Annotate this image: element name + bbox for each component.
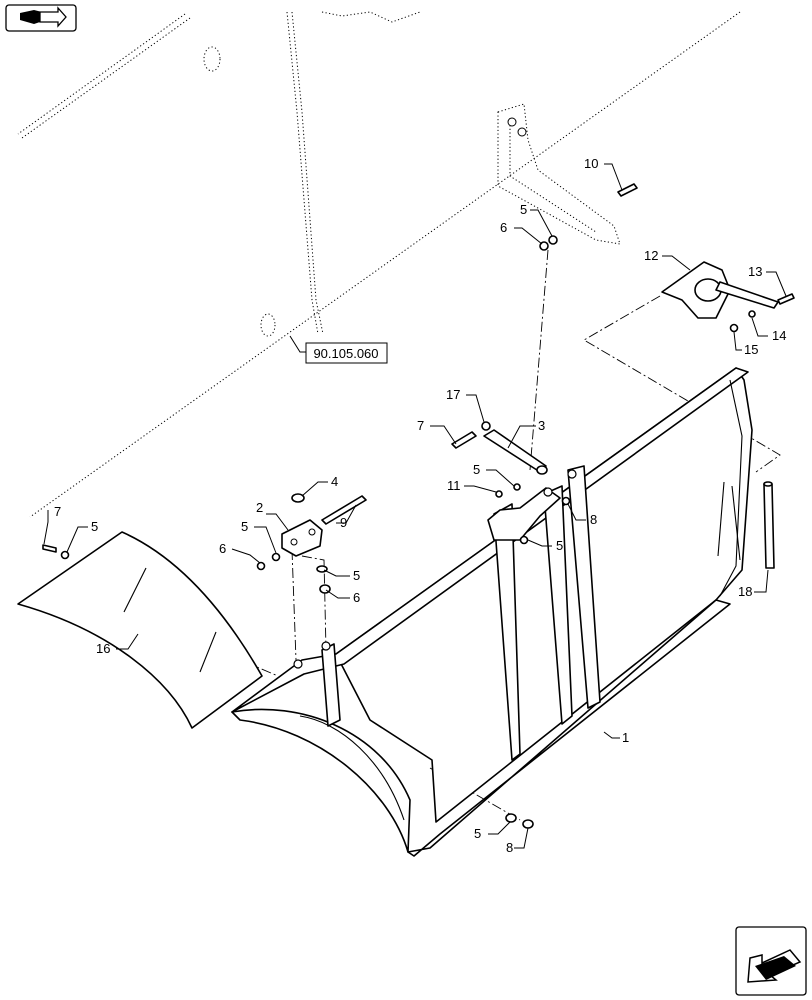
- callout-leaders: [43, 163, 787, 849]
- callout-11[interactable]: 11: [447, 478, 461, 493]
- callout-16[interactable]: 16: [96, 641, 110, 656]
- callout-5-left[interactable]: 5: [91, 519, 98, 534]
- callout-labels: 1 2 3 4 5 6 7 8 9 10 11 12 13 14 15 16 1…: [54, 156, 786, 855]
- callout-2[interactable]: 2: [256, 500, 263, 515]
- callout-6-upper[interactable]: 6: [500, 220, 507, 235]
- callout-5-bottom[interactable]: 5: [474, 826, 481, 841]
- previous-page-button[interactable]: [5, 4, 77, 32]
- callout-14[interactable]: 14: [772, 328, 786, 343]
- callout-18[interactable]: 18: [738, 584, 752, 599]
- callout-7[interactable]: 7: [417, 418, 424, 433]
- callout-15[interactable]: 15: [744, 342, 758, 357]
- callout-5-lug[interactable]: 5: [556, 538, 563, 553]
- callout-5[interactable]: 5: [241, 519, 248, 534]
- callout-6-lower[interactable]: 6: [353, 590, 360, 605]
- callout-5-upper[interactable]: 5: [520, 202, 527, 217]
- callout-1[interactable]: 1: [622, 730, 629, 745]
- next-page-icon: [747, 949, 802, 983]
- callout-8-bottom[interactable]: 8: [506, 840, 513, 855]
- hardware-parts: [42, 183, 795, 829]
- callout-6[interactable]: 6: [219, 541, 226, 556]
- next-page-button[interactable]: [735, 926, 807, 996]
- callout-8[interactable]: 8: [590, 512, 597, 527]
- callout-3[interactable]: 3: [538, 418, 545, 433]
- assembly-centerlines: [211, 249, 781, 821]
- callout-4[interactable]: 4: [331, 474, 338, 489]
- callout-17[interactable]: 17: [446, 387, 460, 402]
- callout-5-mid[interactable]: 5: [473, 462, 480, 477]
- callout-7-left[interactable]: 7: [54, 504, 61, 519]
- reference-code: 90.105.060: [313, 346, 378, 361]
- part-1-frame: [231, 367, 753, 857]
- callout-10[interactable]: 10: [584, 156, 598, 171]
- callout-9[interactable]: 9: [340, 515, 347, 530]
- callout-13[interactable]: 13: [748, 264, 762, 279]
- machine-body-outline: [17, 11, 741, 518]
- reference-callout[interactable]: 90.105.060: [289, 335, 388, 364]
- callout-5-lower[interactable]: 5: [353, 568, 360, 583]
- previous-page-icon: [20, 6, 67, 28]
- callout-12[interactable]: 12: [644, 248, 658, 263]
- part-16-shield: [17, 531, 263, 729]
